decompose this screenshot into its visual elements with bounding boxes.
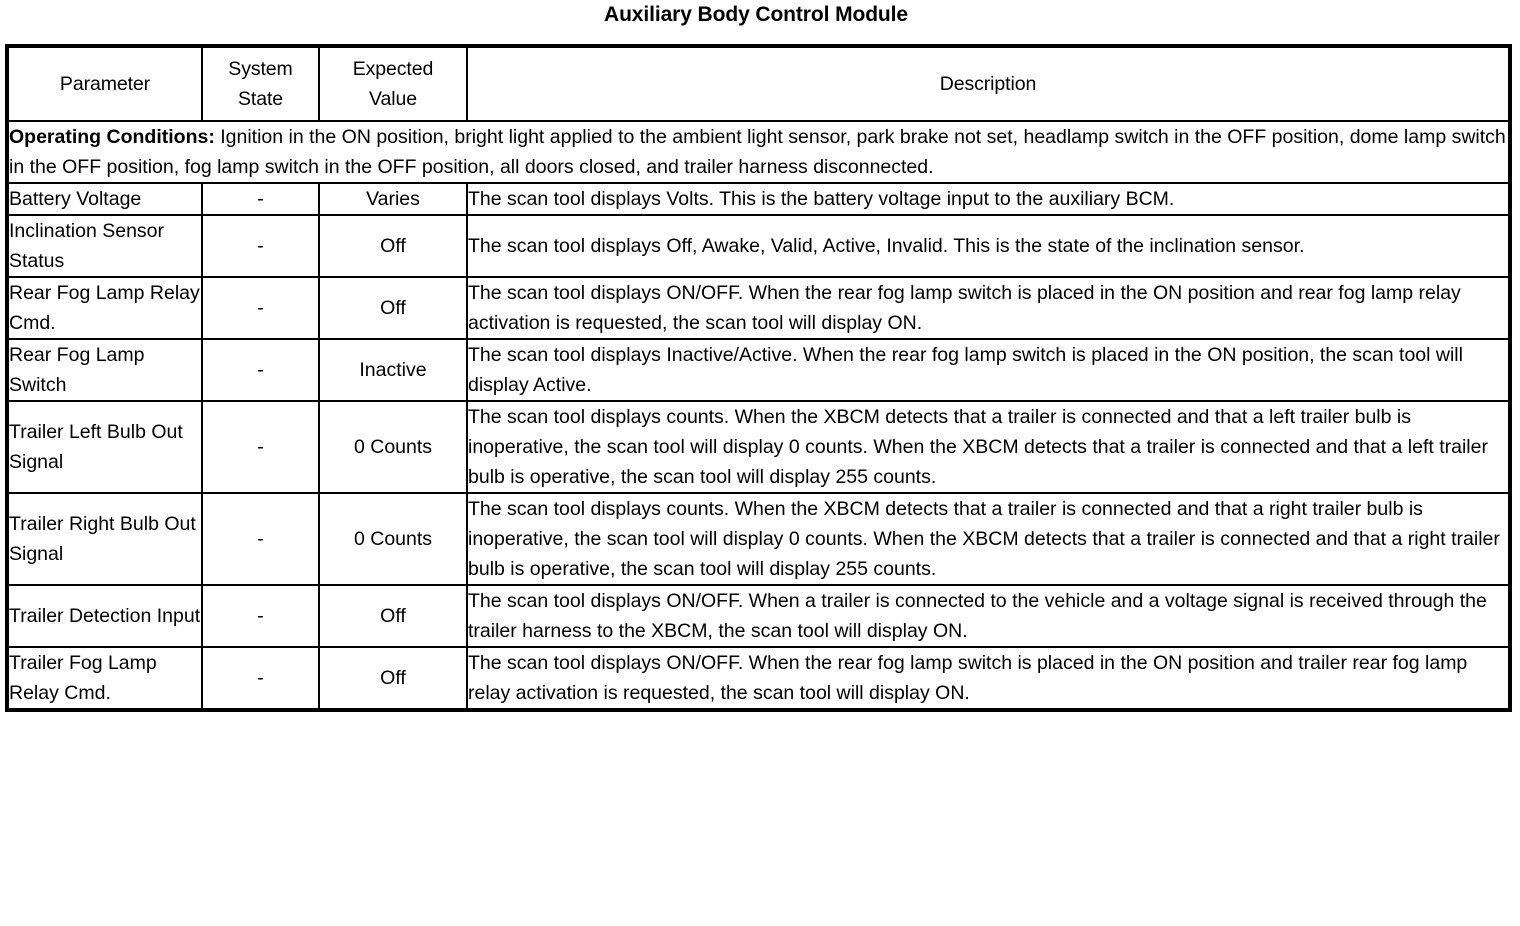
spec-table-container: Parameter System State Expected Value De… <box>5 44 1512 712</box>
cell-expected-value: Varies <box>318 182 468 216</box>
cell-expected-value: 0 Counts <box>318 492 468 586</box>
cell-system-state: - <box>201 214 320 278</box>
operating-conditions-text: Ignition in the ON position, bright ligh… <box>9 126 1506 178</box>
operating-conditions-cell: Operating Conditions: Ignition in the ON… <box>6 120 1511 184</box>
cell-description: The scan tool displays Off, Awake, Valid… <box>466 214 1511 278</box>
cell-expected-value: Off <box>318 646 468 711</box>
cell-parameter: Battery Voltage <box>6 182 203 216</box>
cell-parameter: Rear Fog Lamp Switch <box>6 338 203 402</box>
column-header-parameter: Parameter <box>6 45 203 122</box>
column-header-expected-value-line1: Expected <box>352 58 434 80</box>
column-header-description: Description <box>466 45 1511 122</box>
table-body: Operating Conditions: Ignition in the ON… <box>6 120 1511 711</box>
cell-description: The scan tool displays Volts. This is th… <box>466 182 1511 216</box>
cell-system-state: - <box>201 584 320 648</box>
operating-conditions-label: Operating Conditions: <box>9 126 215 148</box>
cell-parameter: Trailer Right Bulb Out Signal <box>6 492 203 586</box>
cell-expected-value: 0 Counts <box>318 400 468 494</box>
cell-system-state: - <box>201 276 320 340</box>
cell-expected-value: Inactive <box>318 338 468 402</box>
column-header-system-state: System State <box>201 45 320 122</box>
cell-parameter: Trailer Fog Lamp Relay Cmd. <box>6 646 203 711</box>
cell-expected-value: Off <box>318 584 468 648</box>
cell-expected-value: Off <box>318 276 468 340</box>
cell-system-state: - <box>201 338 320 402</box>
column-header-system-state-line2: State <box>237 88 284 110</box>
cell-description: The scan tool displays ON/OFF. When the … <box>466 276 1511 340</box>
cell-description: The scan tool displays Inactive/Active. … <box>466 338 1511 402</box>
column-header-expected-value: Expected Value <box>318 45 468 122</box>
page-title: Auxiliary Body Control Module <box>604 3 908 26</box>
cell-description: The scan tool displays ON/OFF. When the … <box>466 646 1511 711</box>
cell-parameter: Rear Fog Lamp Relay Cmd. <box>6 276 203 340</box>
column-header-expected-value-line2: Value <box>369 88 417 110</box>
cell-expected-value: Off <box>318 214 468 278</box>
cell-parameter: Trailer Left Bulb Out Signal <box>6 400 203 494</box>
operating-conditions-row: Operating Conditions: Ignition in the ON… <box>6 120 1511 184</box>
table-header-row: Parameter System State Expected Value De… <box>6 45 1511 122</box>
cell-system-state: - <box>201 182 320 216</box>
cell-description: The scan tool displays counts. When the … <box>466 492 1511 586</box>
cell-description: The scan tool displays counts. When the … <box>466 400 1511 494</box>
column-header-system-state-line1: System <box>228 58 293 80</box>
cell-system-state: - <box>201 492 320 586</box>
cell-system-state: - <box>201 646 320 711</box>
cell-description: The scan tool displays ON/OFF. When a tr… <box>466 584 1511 648</box>
cell-system-state: - <box>201 400 320 494</box>
cell-parameter: Trailer Detection Input <box>6 584 203 648</box>
cell-parameter: Inclination Sensor Status <box>6 214 203 278</box>
parameter-spec-table: Parameter System State Expected Value De… <box>5 44 1512 712</box>
